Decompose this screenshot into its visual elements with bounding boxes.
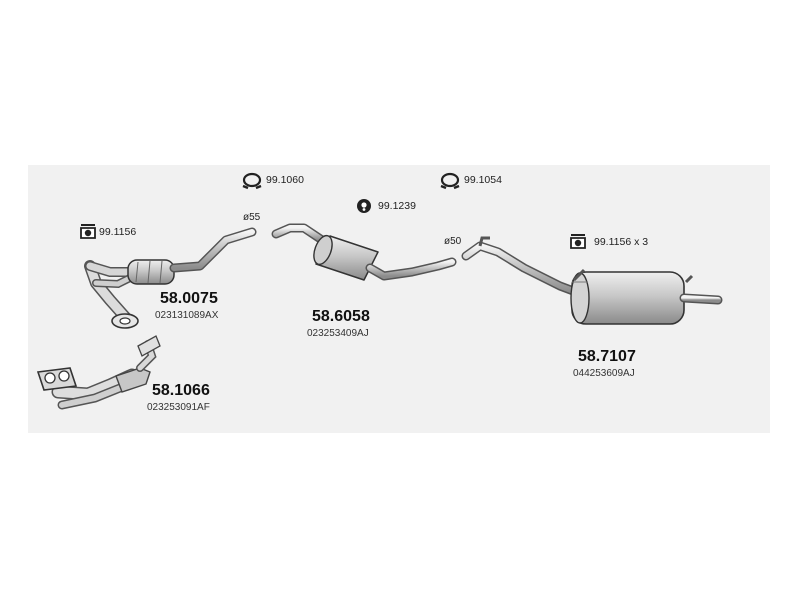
accessory-code: 99.1156 x 3 (594, 236, 649, 248)
oem-number: 023253091AF (147, 402, 210, 413)
oem-number: 023253409AJ (307, 328, 369, 339)
accessory-code: 99.1156 (99, 226, 137, 238)
hanger-icon (570, 234, 586, 249)
catalyst-pipe-58-0075[interactable] (84, 227, 257, 329)
pipe-diameter: ø55 (243, 212, 261, 223)
clamp-icon (242, 172, 262, 190)
accessory-code: 99.1239 (378, 200, 416, 212)
oem-number: 044253609AJ (573, 368, 635, 379)
hanger-icon (80, 224, 96, 239)
rubber-mount-icon (357, 199, 371, 213)
pipe-diameter: ø50 (444, 236, 462, 247)
accessory-code: 99.1060 (266, 174, 304, 186)
part-number: 58.0075 (160, 290, 218, 307)
rear-silencer-58-7107[interactable] (461, 236, 723, 325)
front-pipe-58-1066[interactable] (36, 335, 161, 410)
part-number: 58.6058 (312, 308, 370, 325)
centre-silencer-58-6058[interactable] (271, 223, 457, 281)
part-number: 58.7107 (578, 348, 636, 365)
part-number: 58.1066 (152, 382, 210, 399)
accessory-code: 99.1054 (464, 174, 502, 186)
clamp-icon (440, 172, 460, 190)
oem-number: 023131089AX (155, 310, 219, 321)
